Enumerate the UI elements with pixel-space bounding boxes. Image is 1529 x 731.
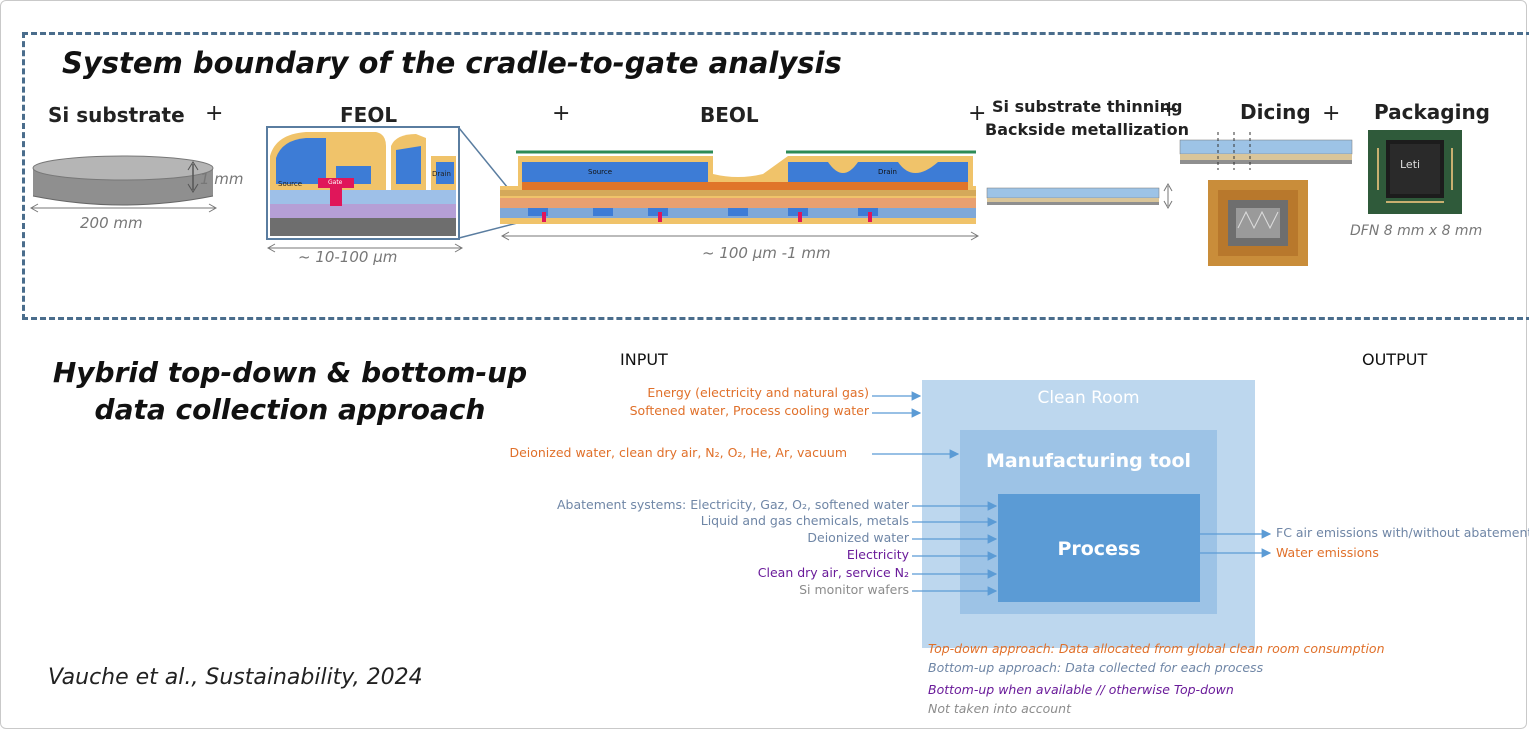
stage-backside-metallization: Backside metallization [985,120,1190,139]
dicing-wafer [1179,132,1353,170]
beol-scale-arrow [500,231,980,241]
input-electricity: Electricity [846,547,909,562]
beol-source-label: Source [588,168,612,176]
input-abatement: Abatement systems: Electricity, Gaz, O₂,… [556,497,909,512]
feol-scale-arrow [266,243,464,253]
plus-sign: + [205,101,224,126]
system-boundary-title: System boundary of the cradle-to-gate an… [62,46,842,80]
input-softened-water: Softened water, Process cooling water [629,403,869,418]
packaged-chip-photo: Leti [1368,130,1462,214]
beol-scale-label: ~ 100 µm -1 mm [702,244,831,262]
input-energy: Energy (electricity and natural gas) [647,385,869,400]
feol-drain-label: Drain [432,170,451,178]
plus-sign: + [552,101,571,126]
approach-title-line2: data collection approach [94,393,486,426]
output-fc-emissions: FC air emissions with/without abatement [1276,525,1529,540]
feol-cross-section: Source Drain Gate [266,126,460,240]
input-cda-n2: Clean dry air, service N₂ [757,565,909,580]
stage-dicing: Dicing [1240,100,1311,124]
plus-sign: + [968,101,987,126]
input-deionized-water: Deionized water [807,530,909,545]
approach-title-line1: Hybrid top-down & bottom-up [52,356,528,389]
plus-sign: + [1160,97,1179,122]
legend-top-down: Top-down approach: Data allocated from g… [928,641,1385,656]
clean-room-label: Clean Room [1037,388,1140,408]
process-label: Process [1057,538,1141,560]
stage-beol: BEOL [700,103,759,127]
output-water-emissions: Water emissions [1276,545,1379,560]
output-label: OUTPUT [1362,350,1428,369]
input-chemicals: Liquid and gas chemicals, metals [700,513,909,528]
beol-cross-section: Source Drain [500,150,976,224]
feol-source-label: Source [278,180,302,188]
approach-title: Hybrid top-down & bottom-up data collect… [50,354,530,428]
chip-marking: Leti [1400,158,1420,171]
stage-thinning: Si substrate thinning [992,97,1183,116]
package-size-label: DFN 8 mm x 8 mm [1350,223,1483,239]
thinned-wafer [986,182,1173,210]
legend-bottom-up: Bottom-up approach: Data collected for e… [928,660,1264,675]
beol-drain-label: Drain [878,168,897,176]
input-monitor-wafers: Si monitor wafers [799,582,909,597]
feol-gate-label: Gate [328,179,343,186]
input-label: INPUT [620,350,668,369]
stage-feol: FEOL [340,103,398,127]
legend-not-counted: Not taken into account [928,701,1071,716]
wafer-diameter-label: 200 mm [80,214,143,232]
legend-hybrid: Bottom-up when available // otherwise To… [928,682,1234,697]
process-box [998,494,1200,602]
stage-packaging: Packaging [1374,100,1490,124]
plus-sign: + [1322,101,1341,126]
feol-scale-label: ~ 10-100 µm [298,248,398,266]
wafer-thickness-label: 1 mm [200,170,244,188]
stage-si-substrate: Si substrate [48,103,185,127]
input-deionized-cda: Deionized water, clean dry air, N₂, O₂, … [509,445,847,460]
citation: Vauche et al., Sustainability, 2024 [48,665,423,690]
wafer-illustration [29,155,218,213]
system-boundary-box [22,32,1529,320]
manufacturing-tool-label: Manufacturing tool [985,450,1192,472]
diced-chip-photo [1208,180,1308,266]
